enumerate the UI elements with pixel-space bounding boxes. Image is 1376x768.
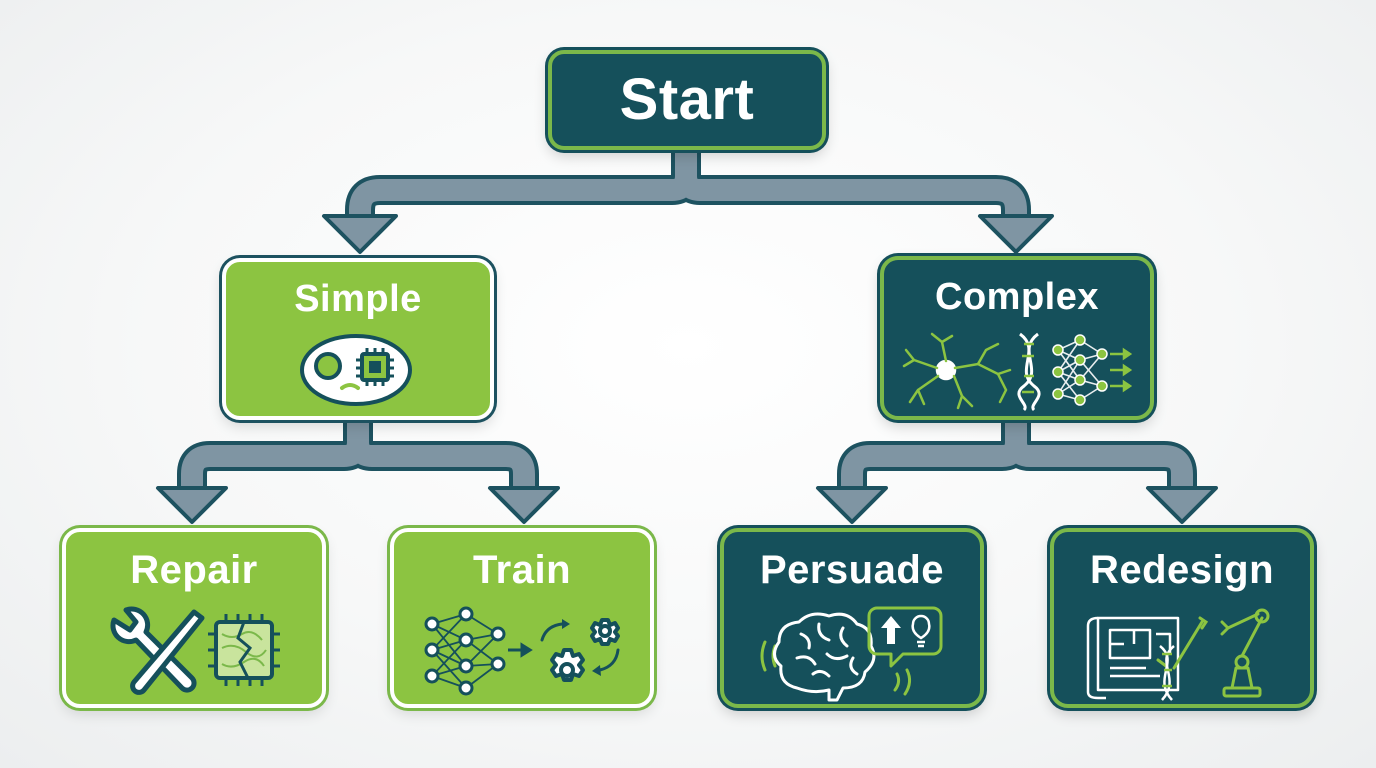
simple-node[interactable]: Simple <box>222 258 494 420</box>
redesign-node[interactable]: Redesign <box>1050 528 1314 708</box>
cell-chip-icon <box>300 334 412 406</box>
persuade-node[interactable]: Persuade <box>720 528 984 708</box>
wrench-scalpel-chip-icon <box>110 606 280 695</box>
brain-speech-icon <box>760 606 943 702</box>
simple-label: Simple <box>294 278 422 320</box>
arrow-simple-to-children <box>156 420 560 524</box>
neuron-dna-network-icon <box>902 332 1132 412</box>
start-label: Start <box>619 67 755 132</box>
blueprint-dna-robot-arm-icon <box>1086 608 1270 701</box>
network-gears-icon <box>424 606 620 696</box>
persuade-label: Persuade <box>759 548 945 592</box>
train-label: Train <box>472 548 572 592</box>
arrow-complex-to-children <box>816 420 1218 524</box>
repair-node[interactable]: Repair <box>62 528 326 708</box>
repair-label: Repair <box>130 548 258 592</box>
start-node[interactable]: Start <box>548 50 826 150</box>
redesign-label: Redesign <box>1089 548 1275 592</box>
complex-label: Complex <box>935 276 1099 318</box>
complex-node[interactable]: Complex <box>880 256 1154 420</box>
arrow-start-to-children <box>322 150 1054 254</box>
train-node[interactable]: Train <box>390 528 654 708</box>
